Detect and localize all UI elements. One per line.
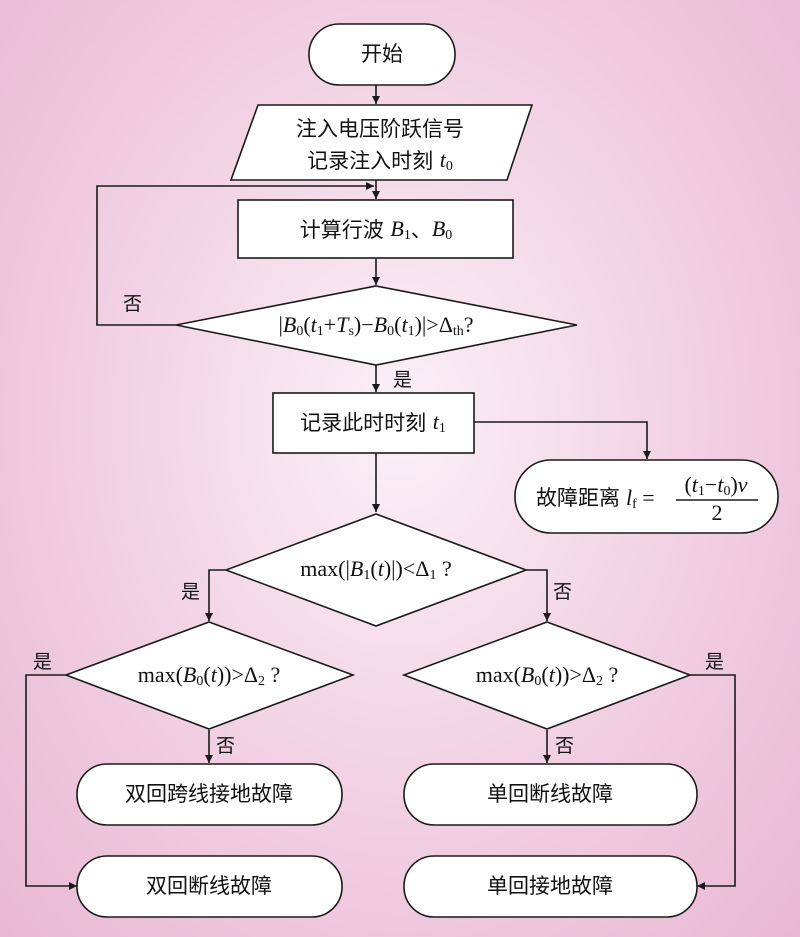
- inject-line2: 记录注入时刻 t0: [307, 147, 453, 174]
- label-no-decision2: 否: [553, 581, 572, 603]
- inject-line1: 注入电压阶跃信号: [296, 117, 464, 141]
- distance-terminal: 故障距离 lf = (t1−t0)v 2: [514, 459, 779, 534]
- compute-process-box: 计算行波 B1、B0: [237, 199, 514, 259]
- record-process-box: 记录此时时刻 t1: [272, 392, 475, 454]
- decision1-formula: |B0(t1+Ts)−B0(t1)|>Δth?: [278, 312, 473, 339]
- loop-no-arrow: [96, 182, 374, 326]
- branch-labels: 否 是 是 否 是 否 是 否: [33, 293, 724, 757]
- inject-io-box: 注入电压阶跃信号 记录注入时刻 t0: [229, 104, 534, 181]
- arrow-decision2-yes: [205, 569, 226, 621]
- decision2-diamond: max(|B1(t)|)<Δ1 ?: [223, 513, 529, 627]
- decision3-formula: max(B0(t))>Δ2 ?: [138, 662, 281, 689]
- arrow-decision4-yes: [690, 674, 736, 890]
- decision3-diamond: max(B0(t))>Δ2 ?: [63, 621, 356, 730]
- result-cross-line-ground: 双回跨线接地故障: [76, 763, 343, 826]
- distance-label: 故障距离: [536, 486, 620, 510]
- decision1-diamond: |B0(t1+Ts)−B0(t1)|>Δth?: [175, 285, 578, 366]
- distance-variable: lf =: [626, 485, 655, 512]
- distance-denominator: 2: [712, 500, 723, 525]
- decision2-formula: max(|B1(t)|)<Δ1 ?: [300, 556, 451, 583]
- label-yes-decision1: 是: [393, 369, 412, 391]
- compute-label: 计算行波 B1、B0: [300, 216, 453, 243]
- arrow-decision2-no: [526, 569, 551, 621]
- label-no-decision3: 否: [216, 735, 235, 757]
- result-double-break: 双回断线故障: [76, 855, 343, 918]
- arrow-record-to-distance: [474, 421, 651, 459]
- label-no-decision4: 否: [555, 735, 574, 757]
- result-single-break-label: 单回断线故障: [487, 782, 613, 806]
- label-yes-decision4: 是: [705, 651, 724, 673]
- label-no-loop: 否: [123, 293, 142, 315]
- result-single-break: 单回断线故障: [403, 763, 698, 826]
- start-terminal: 开始: [308, 23, 456, 86]
- result-cross-line-ground-label: 双回跨线接地故障: [125, 782, 293, 806]
- start-label: 开始: [361, 42, 403, 66]
- decision4-formula: max(B0(t))>Δ2 ?: [476, 662, 619, 689]
- arrow-decision3-yes: [25, 674, 77, 890]
- label-yes-decision3: 是: [33, 651, 52, 673]
- result-double-break-label: 双回断线故障: [146, 874, 272, 898]
- record-label: 记录此时时刻 t1: [300, 409, 446, 436]
- result-single-ground: 单回接地故障: [403, 855, 698, 918]
- distance-numerator: (t1−t0)v: [684, 472, 747, 499]
- result-single-ground-label: 单回接地故障: [487, 874, 613, 898]
- connectors: [25, 85, 736, 890]
- decision4-diamond: max(B0(t))>Δ2 ?: [401, 621, 693, 730]
- label-yes-decision2: 是: [181, 581, 200, 603]
